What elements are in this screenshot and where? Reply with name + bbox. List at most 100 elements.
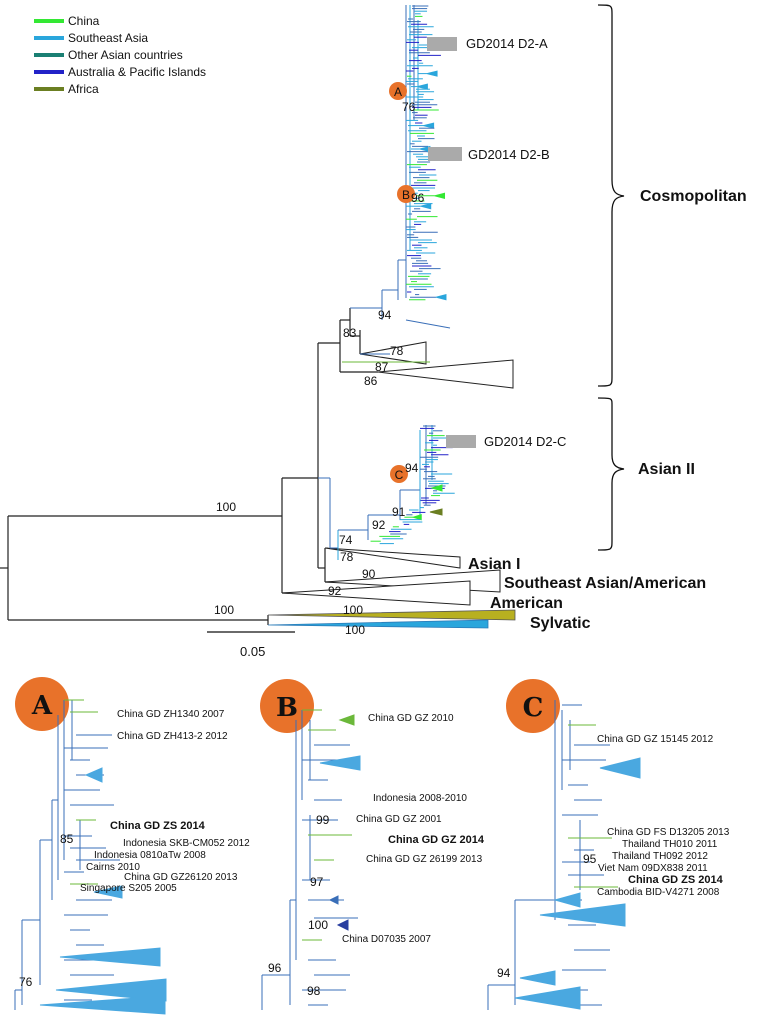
bootstrap-92-b: 92 (328, 584, 342, 598)
cosmopolitan-tip-triangle (417, 83, 428, 90)
bootstrap-100-sylvatic-blue: 100 (345, 623, 365, 637)
panel-a-tip-7: China GD GZ26120 2013 (124, 872, 238, 883)
clade-label-sylvatic: Sylvatic (530, 615, 591, 632)
highlight-label-a: GD2014 D2-A (466, 36, 548, 51)
legend-swatch-china (34, 19, 64, 23)
legend-swatch-southeast-asia (34, 36, 64, 40)
legend-swatch-other-asian (34, 53, 64, 57)
bootstrap-90: 90 (362, 567, 376, 581)
bootstrap-96: 96 (411, 191, 425, 205)
clade-label-asian1: Asian I (468, 556, 520, 573)
brace-cosmopolitan (597, 4, 625, 387)
panel-c-marker (506, 679, 560, 733)
panel-b-tip-2: Indonesia 2008-2010 (373, 793, 467, 804)
marker-b-label: B (402, 188, 410, 202)
cosmopolitan-tip-triangle (423, 122, 435, 129)
bootstrap-labels: 76 96 94 83 78 87 86 94 91 92 74 78 100 … (214, 100, 425, 637)
bootstrap-100-root: 100 (216, 500, 236, 514)
panel-b-tips (302, 709, 361, 1006)
cosmopolitan-tip-triangle (434, 192, 446, 199)
panel-c-tip-2: China GD FS D13205 2013 (607, 827, 730, 838)
panel-c-tips (514, 704, 641, 1010)
collapsed-clades (281, 341, 514, 606)
panel-a-tips (39, 699, 167, 1015)
legend-swatch-africa (34, 87, 64, 91)
highlight-box-c (446, 435, 476, 448)
triangle-american (281, 580, 471, 606)
panel-b-tip-1: China GD GZ 2010 (368, 713, 454, 724)
legend: China Southeast Asia Other Asian countri… (34, 14, 206, 96)
panel-a-collapsed-triangle (59, 947, 161, 967)
clade-label-american: American (490, 595, 563, 612)
panel-a-collapsed-triangle (55, 978, 167, 1002)
bootstrap-92: 92 (372, 518, 386, 532)
panel-c-collapsed-triangle (539, 903, 626, 927)
panel-a-tip-5: Indonesia 0810aTw 2008 (94, 850, 206, 861)
legend-label-australia: Australia & Pacific Islands (68, 65, 206, 79)
panel-a-collapsed-triangle (84, 767, 103, 783)
bootstrap-87: 87 (375, 360, 389, 374)
panel-c-tip-5: Viet Nam 09DX838 2011 (598, 863, 708, 874)
panel-b-marker-label: B (276, 693, 298, 723)
clade-label-asian2: Asian II (638, 461, 695, 478)
panel-b-collapsed-triangle (319, 755, 361, 771)
panel-c-boot-95: 95 (583, 852, 597, 866)
panel-c-boot-94: 94 (497, 966, 511, 980)
panel-a-tip-1: China GD ZH1340 2007 (117, 709, 225, 720)
panel-a-marker (15, 677, 69, 731)
panel-c-collapsed-triangle (519, 970, 556, 986)
panel-b-tip-5: China GD GZ 26199 2013 (366, 854, 483, 865)
panel-b-marker (260, 679, 314, 733)
panel-b-tip-4: China GD GZ 2014 (388, 834, 485, 846)
highlight-box-a (427, 37, 457, 51)
panel-b-boot-97: 97 (310, 875, 324, 889)
clade-label-cosmopolitan: Cosmopolitan (640, 188, 747, 205)
panel-b-collapsed-triangle (328, 895, 339, 905)
bootstrap-94-c: 94 (405, 461, 419, 475)
panel-b-collapsed-triangle (336, 919, 349, 931)
panel-c-tip-7: Cambodia BID-V4271 2008 (597, 887, 720, 898)
marker-c-label: C (395, 468, 404, 482)
bootstrap-100-sylvatic: 100 (214, 603, 234, 617)
panel-b-boot-99: 99 (316, 813, 330, 827)
panel-a-boot-76: 76 (19, 975, 33, 989)
panel-b-collapsed-triangle (338, 714, 355, 726)
marker-a-label: A (394, 85, 402, 99)
panel-b-tip-3: China GD GZ 2001 (356, 814, 442, 825)
legend-swatch-australia (34, 70, 64, 74)
triangle-outgroup-1 (377, 359, 514, 389)
cosmopolitan-tip-triangle (426, 70, 438, 77)
panel-a: A China GD ZH1340 2007 China GD ZH413-2 … (14, 677, 250, 1015)
panel-c-collapsed-triangle (599, 757, 641, 779)
panel-c: C China GD GZ 15145 2012 China GD FS D13… (487, 679, 730, 1010)
bootstrap-83: 83 (343, 326, 357, 340)
panel-b-boot-96: 96 (268, 961, 282, 975)
triangle-asian1 (324, 547, 461, 569)
asian2-china-triangle (430, 484, 443, 492)
asian2-subtree (318, 425, 433, 560)
panel-a-collapsed-triangle (39, 995, 166, 1015)
panel-c-branches (487, 700, 581, 1010)
cosmopolitan-subtree (350, 5, 451, 355)
panel-b-boot-100: 100 (308, 918, 328, 932)
panel-a-tip-8: Singapore S205 2005 (80, 883, 177, 894)
scale-bar-label: 0.05 (240, 644, 265, 659)
panel-a-tip-3: China GD ZS 2014 (110, 820, 206, 832)
asian2-tips (370, 425, 455, 545)
panel-b-tip-6: China D07035 2007 (342, 934, 431, 945)
bootstrap-78: 78 (390, 344, 404, 358)
legend-label-southeast-asia: Southeast Asia (68, 31, 148, 45)
panel-c-collapsed-triangle (553, 892, 581, 908)
bootstrap-91: 91 (392, 505, 406, 519)
bootstrap-76: 76 (402, 100, 416, 114)
panel-a-tip-4: Indonesia SKB-CM052 2012 (123, 838, 250, 849)
panel-b: B China GD GZ 2010 Indonesia 2008-2010 C… (260, 679, 485, 1010)
triangle-sylvatic-blue (267, 619, 489, 629)
triangle-outgroup-2 (359, 341, 427, 365)
cosmopolitan-tips (342, 5, 447, 363)
panel-a-boot-85: 85 (60, 832, 74, 846)
panel-c-marker-label: C (523, 693, 544, 723)
panel-a-collapsed-triangle (93, 885, 123, 899)
asian2-tip-triangle (411, 514, 422, 521)
